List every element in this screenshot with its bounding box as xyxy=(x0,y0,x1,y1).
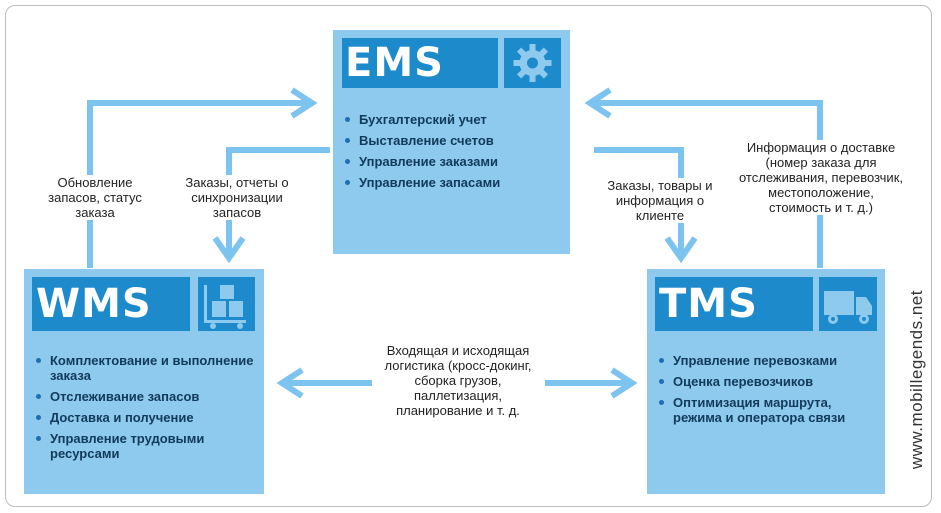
gear-icon xyxy=(504,38,561,88)
tms-item: Оптимизация маршрута, режима и оператора… xyxy=(659,395,877,425)
label-wms-to-ems: Обновление запасов, статус заказа xyxy=(40,175,150,220)
ems-item: Выставление счетов xyxy=(345,133,560,148)
truck-icon xyxy=(819,277,877,331)
wms-item: Управление трудовыми ресурсами xyxy=(36,431,254,461)
wms-items: Комплектование и выполнение заказа Отсле… xyxy=(36,353,254,467)
watermark: www.mobillegends.net xyxy=(907,290,926,470)
ems-items: Бухгалтерский учет Выставление счетов Уп… xyxy=(345,112,560,196)
wms-item: Отслеживание запасов xyxy=(36,389,254,404)
wms-item: Комплектование и выполнение заказа xyxy=(36,353,254,383)
arrow-wms-to-ems-head xyxy=(290,87,318,119)
arrow-ems-to-wms-head xyxy=(212,236,246,264)
wms-item: Доставка и получение xyxy=(36,410,254,425)
arrow-wms-tms-left-head xyxy=(276,367,304,399)
arrow-wms-tms-right-head xyxy=(610,367,638,399)
label-wms-tms: Входящая и исходящая логистика (кросс-до… xyxy=(384,343,532,418)
wms-box: WMS Комплектование и выполнение заказа О… xyxy=(24,269,264,494)
tms-item: Оценка перевозчиков xyxy=(659,374,877,389)
ems-item: Бухгалтерский учет xyxy=(345,112,560,127)
ems-item: Управление заказами xyxy=(345,154,560,169)
tms-items: Управление перевозками Оценка перевозчик… xyxy=(659,353,877,431)
label-ems-to-tms: Заказы, товары и информация о клиенте xyxy=(604,178,716,223)
arrow-ems-to-tms-head xyxy=(664,236,698,264)
wms-title: WMS xyxy=(36,281,152,327)
ems-title: EMS xyxy=(345,40,444,86)
ems-header xyxy=(342,38,498,88)
label-ems-to-wms: Заказы, отчеты о синхронизации запасов xyxy=(172,175,302,220)
arrow-ems-to-wms xyxy=(226,147,330,256)
tms-item: Управление перевозками xyxy=(659,353,877,368)
wms-header xyxy=(32,277,190,331)
arrow-tms-to-ems-head xyxy=(584,87,612,119)
label-tms-to-ems: Информация о доставке (номер заказа для … xyxy=(738,140,904,215)
ems-item: Управление запасами xyxy=(345,175,560,190)
tms-title: TMS xyxy=(659,281,758,327)
tms-header xyxy=(655,277,813,331)
warehouse-cart-icon xyxy=(198,277,255,331)
ems-box: EMS Бухгалтерский учет Выставление счето… xyxy=(333,30,570,254)
tms-box: TMS Управление перевозками Оценка перево… xyxy=(647,269,885,494)
